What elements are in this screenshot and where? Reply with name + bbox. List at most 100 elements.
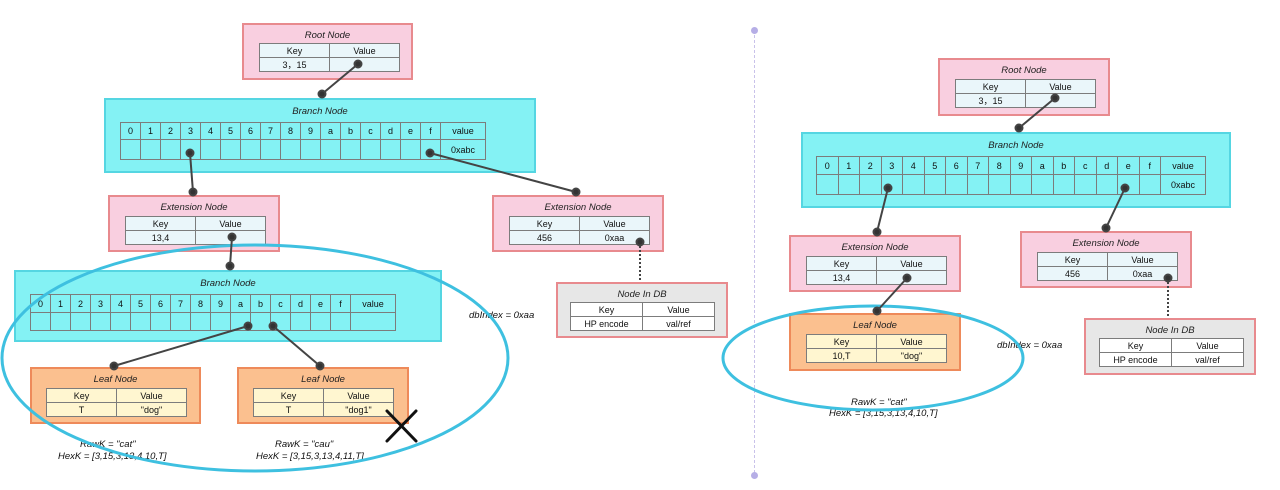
branch-slot-label: a [321,123,341,140]
branch-slot-label: e [311,295,331,313]
right-root-node: Root Node Key Value 3，15 [938,58,1110,116]
branch-slot-cell [1010,175,1032,195]
branch-slot-cell [131,313,151,331]
branch-slot-cell [51,313,71,331]
branch-slot-cell [71,313,91,331]
branch-slot-label: 2 [71,295,91,313]
key-cell: 3，15 [260,58,330,72]
raw-key-label: RawK = "cau" [275,439,334,450]
connector-dot [109,361,119,371]
branch-slot-label: b [1053,157,1075,175]
branch-slot-label: 8 [989,157,1011,175]
branch-slot-cell [121,140,141,160]
branch-slot-label: 0 [121,123,141,140]
key-cell: 13,4 [126,231,196,245]
left-extension-node-1: Extension Node Key Value 13,4 [108,195,280,252]
key-header: Key [126,217,196,231]
branch-slot-label: 8 [281,123,301,140]
node-title: Root Node [304,30,351,41]
branch-slot-cell [191,313,211,331]
right-leaf-node: Leaf Node Key Value 10,T "dog" [789,313,961,371]
hex-key-label: HexK = [3,15,3,13,4,11,T] [256,451,364,462]
right-extension-node-1: Extension Node Key Value 13,4 [789,235,961,292]
key-cell: 3，15 [956,94,1026,108]
value-cell: val/ref [643,317,715,331]
branch-slot-label: 9 [211,295,231,313]
branch-slot-label: 7 [171,295,191,313]
left-extension-node-2: Extension Node Key Value 456 0xaa [492,195,664,252]
connector-dot [872,306,882,316]
connector-dot [425,148,435,158]
hex-key-label: HexK = [3,15,3,13,4,10,T] [829,408,938,419]
value-header: Value [877,257,947,271]
branch-slot-label: 6 [946,157,968,175]
branch-slot-cell [251,313,271,331]
node-title: Leaf Node [301,374,345,385]
key-header: Key [260,44,330,58]
connector-dot [635,237,645,247]
key-header: Key [807,257,877,271]
branch-slot-cell [1053,175,1075,195]
key-header: Key [807,335,877,349]
branch-slot-cell [341,140,361,160]
branch-slot-label: 3 [881,157,903,175]
connector-line [429,152,577,193]
hex-key-label: HexK = [3,15,3,13,4,10,T] [58,451,167,462]
left-root-node: Root Node Key Value 3，15 [242,23,413,80]
branch-slot-label: 5 [924,157,946,175]
branch-slot-label: 2 [161,123,181,140]
branch-slot-cell [111,313,131,331]
branch-slot-cell [161,140,181,160]
connector-dot [353,59,363,69]
branch-slot-cell [141,140,161,160]
key-header: Key [571,303,643,317]
key-cell: 10,T [807,349,877,363]
branch-slot-cell [151,313,171,331]
raw-key-label: RawK = "cat" [80,439,136,450]
branch-slot-cell [261,140,281,160]
left-node-in-db: Node In DB Key Value HP encode val/ref [556,282,728,338]
node-title: Branch Node [988,140,1044,151]
branch-slot-cell [1139,175,1161,195]
branch-slot-label: 8 [191,295,211,313]
branch-slot-label: a [231,295,251,313]
branch-slot-cell [1096,175,1118,195]
branch-slot-cell [311,313,331,331]
connector-line [321,63,359,95]
connector-dot [902,273,912,283]
divider-endpoint-top [751,27,758,34]
connector-line [272,325,321,367]
connector-dot [1120,183,1130,193]
value-header: Value [196,217,266,231]
branch-slot-label: 4 [111,295,131,313]
branch-slot-cell [421,140,441,160]
value-header: Value [877,335,947,349]
node-title: Node In DB [1145,325,1195,336]
branch-slot-cell [211,313,231,331]
key-cell: T [254,403,324,417]
branch-slot-cell [281,140,301,160]
value-cell [1026,94,1096,108]
left-leaf-node-1: Leaf Node Key Value T "dog" [30,367,201,424]
branch-slot-cell [221,140,241,160]
branch-slot-cell [1118,175,1140,195]
left-branch-node-bottom: Branch Node 0 1 2 3 4 5 6 7 8 9 a b c d … [14,270,442,342]
value-header: Value [324,389,394,403]
x-mark-icon [385,409,418,443]
right-branch-node: Branch Node 0 1 2 3 4 5 6 7 8 9 a b c d … [801,132,1231,208]
key-cell: HP encode [571,317,643,331]
branch-value-label: value [1161,157,1206,175]
branch-slot-cell [924,175,946,195]
connector-dot [317,89,327,99]
branch-slot-cell [838,175,860,195]
branch-slot-cell [231,313,251,331]
value-cell: 0xaa [1108,267,1178,281]
value-cell: val/ref [1172,353,1244,367]
connector-line [1105,187,1126,229]
connector-dot [1101,223,1111,233]
connector-line [876,277,908,312]
branch-slot-label: 1 [838,157,860,175]
branch-slot-cell [989,175,1011,195]
key-cell: HP encode [1100,353,1172,367]
